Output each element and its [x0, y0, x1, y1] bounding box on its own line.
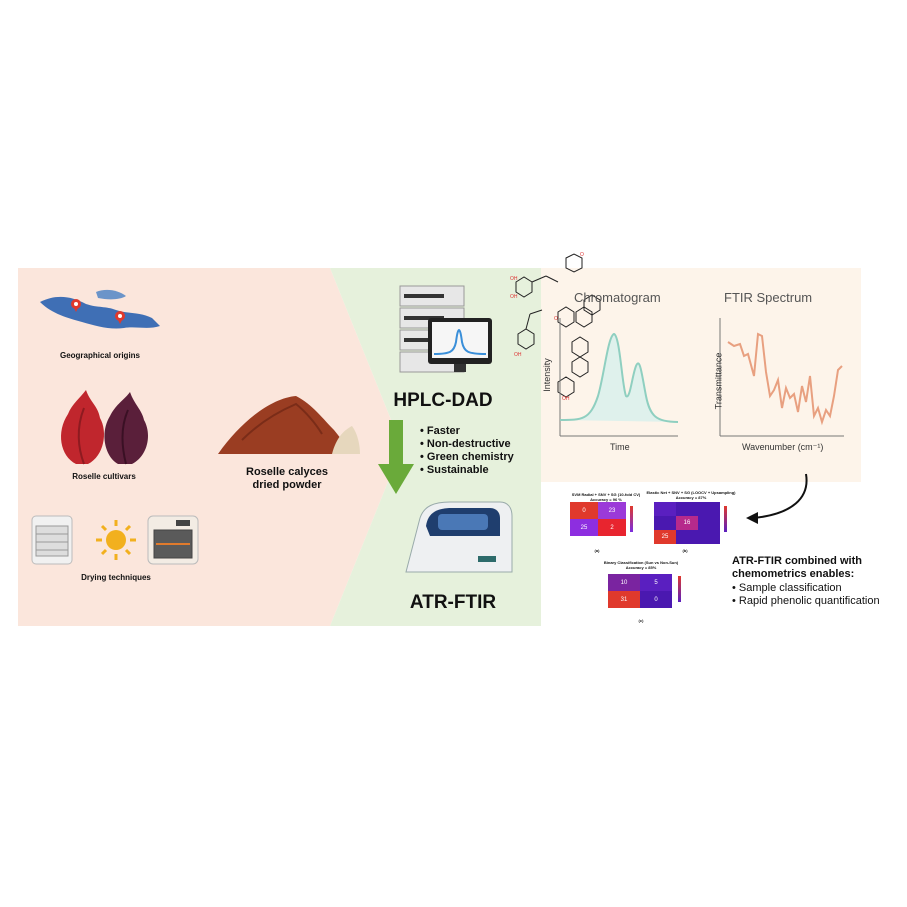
cm-a-cell: 25: [570, 519, 598, 536]
cm-a-caption: (a): [594, 548, 600, 553]
ftir-xlabel: Wavenumber (cm⁻¹): [742, 442, 824, 452]
cm-b-colorbar: [724, 506, 727, 532]
cm-b-cell: [654, 502, 676, 516]
cm-b-cell: [698, 516, 720, 530]
cm-a-cell: 23: [598, 502, 626, 519]
roselle-powder-icon: [218, 396, 360, 454]
advantage-item: Sustainable: [420, 464, 540, 477]
cm-b-cell: [676, 502, 698, 516]
hplc-instrument-icon: [399, 285, 492, 373]
cm-b-grid: 16 25: [654, 502, 720, 544]
conclusion-item: Rapid phenolic quantification: [732, 595, 882, 608]
cm-b-cell: [654, 516, 676, 530]
chromatogram-xlabel: Time: [610, 442, 630, 452]
cm-a-title: SVM Radial + SNV + SG (10-fold CV) Accur…: [566, 492, 646, 502]
svg-text:OH: OH: [510, 294, 518, 300]
cm-b-cell: 25: [654, 530, 676, 544]
phenolic-molecules-icon: OH OH O O OH OH: [510, 252, 601, 402]
cm-a-cell: 0: [570, 502, 598, 519]
chromatogram-plot: [559, 318, 679, 437]
powder-label: Roselle calyces dried powder: [232, 466, 342, 492]
svg-text:OH: OH: [510, 276, 518, 282]
powder-label-text: Roselle calyces dried powder: [246, 466, 328, 491]
cm-b-title-text: Elastic Net + SNV + SG (LOOCV + Upsampli…: [646, 490, 736, 500]
cm-b-cell: 16: [676, 516, 698, 530]
roselle-cultivars-label: Roselle cultivars: [72, 472, 136, 481]
conclusion-item: Sample classification: [732, 582, 882, 595]
cm-b-cell: [676, 530, 698, 544]
down-arrow-icon: [378, 420, 414, 494]
cm-c-cell: 31: [608, 591, 640, 608]
curved-arrow-icon: [746, 473, 808, 524]
cm-b-title: Elastic Net + SNV + SG (LOOCV + Upsampli…: [646, 490, 736, 500]
sun-icon: [96, 520, 136, 560]
chromatogram-ylabel: Intensity: [541, 358, 552, 392]
cm-c-cell: 10: [608, 574, 640, 591]
oven-dryer-icon: [147, 515, 199, 565]
cm-c-title-text: Binary Classification (Sun vs Non-Sun) A…: [603, 560, 679, 570]
cm-a-grid: 0 23 25 2: [570, 502, 626, 536]
cm-c-title: Binary Classification (Sun vs Non-Sun) A…: [596, 560, 686, 570]
hplc-dad-label: HPLC-DAD: [393, 390, 493, 411]
svg-text:OH: OH: [514, 352, 522, 358]
svg-text:OH: OH: [562, 396, 570, 402]
cm-c-cell: 5: [640, 574, 672, 591]
cm-a-colorbar: [630, 506, 633, 532]
ftir-instrument-icon: [405, 501, 513, 573]
cm-b-cell: [698, 502, 720, 516]
advantages-list: Faster Non-destructive Green chemistry S…: [420, 425, 540, 477]
cm-a-title-text: SVM Radial + SNV + SG (10-fold CV) Accur…: [571, 492, 641, 502]
cm-c-grid: 10 5 31 0: [608, 574, 672, 608]
roselle-calyx-icon: [61, 390, 148, 465]
cm-c-caption: (c): [638, 618, 644, 623]
conclusion-heading: ATR-FTIR combined with chemometrics enab…: [732, 555, 862, 580]
svg-text:O: O: [554, 316, 558, 322]
ftir-spectrum-title: FTIR Spectrum: [724, 290, 813, 305]
food-dehydrator-icon: [31, 515, 73, 565]
geographical-origins-label: Geographical origins: [59, 351, 140, 360]
cm-a-cell: 2: [598, 519, 626, 536]
spectra-panel: [541, 268, 861, 482]
conclusion-block: ATR-FTIR combined with chemometrics enab…: [732, 555, 882, 608]
advantage-item: Non-destructive: [420, 438, 540, 451]
ftir-ylabel: Transmittance: [713, 352, 724, 410]
cm-c-colorbar: [678, 576, 681, 602]
chromatogram-title: Chromatogram: [574, 290, 661, 305]
advantage-item: Green chemistry: [420, 451, 540, 464]
atr-ftir-label: ATR-FTIR: [409, 592, 497, 613]
cm-b-cell: [698, 530, 720, 544]
cm-c-cell: 0: [640, 591, 672, 608]
island-map-icon: [40, 289, 160, 329]
ftir-spectrum-plot: [719, 318, 844, 437]
conclusion-list: Sample classification Rapid phenolic qua…: [732, 582, 882, 608]
drying-techniques-label: Drying techniques: [81, 573, 151, 582]
advantage-item: Faster: [420, 425, 540, 438]
cm-b-caption: (b): [682, 548, 688, 553]
svg-text:O: O: [580, 252, 584, 258]
